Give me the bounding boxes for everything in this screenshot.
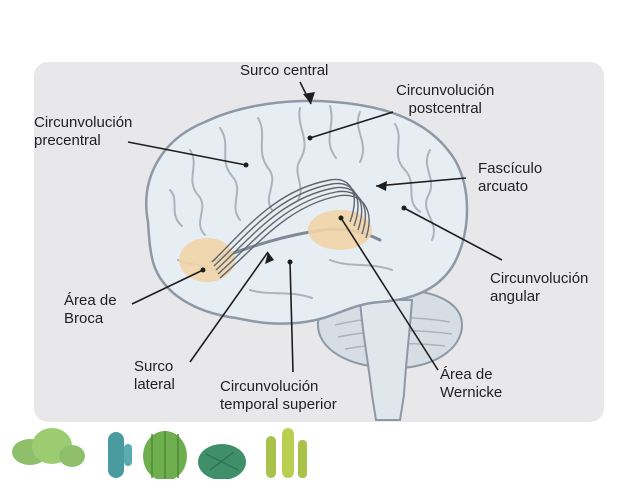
pointer-temporal <box>289 261 294 373</box>
tall-blue-cactus-icon <box>108 432 132 478</box>
spiky-cactus-icon <box>266 428 307 478</box>
label-area-wernicke: Área de Wernicke <box>440 366 503 401</box>
pointer-surco-lateral <box>189 251 269 363</box>
label-circ-temporal-superior: Circunvolución temporal superior <box>220 378 337 413</box>
cactus-strip <box>12 428 307 481</box>
label-surco-lateral: Surco lateral <box>134 358 175 393</box>
label-circ-precentral: Circunvolución precentral <box>34 114 133 149</box>
label-circ-postcentral: Circunvolución postcentral <box>396 82 495 117</box>
pointer-precentral <box>127 141 247 166</box>
label-fasciculo-arcuato: Fascículo arcuato <box>478 160 543 195</box>
round-cactus-icon <box>12 428 85 467</box>
pointer-angular <box>403 207 503 261</box>
ball-cactus-icon <box>198 444 246 480</box>
pointer-dots <box>200 135 407 273</box>
pointer-postcentral <box>309 111 394 139</box>
pointer-lines <box>127 81 503 373</box>
label-circ-angular: Circunvolución angular <box>490 270 589 305</box>
brainstem <box>358 299 414 421</box>
pointer-fasciculo <box>375 177 467 187</box>
pointer-wernicke <box>340 217 439 371</box>
pointer-arrowheads <box>265 92 387 264</box>
arcuate-fasciculus <box>211 178 370 279</box>
pointer-broca <box>131 269 204 305</box>
label-surco-central: Surco central <box>240 62 329 79</box>
label-area-broca: Área de Broca <box>64 292 117 327</box>
barrel-cactus-icon <box>143 431 187 481</box>
